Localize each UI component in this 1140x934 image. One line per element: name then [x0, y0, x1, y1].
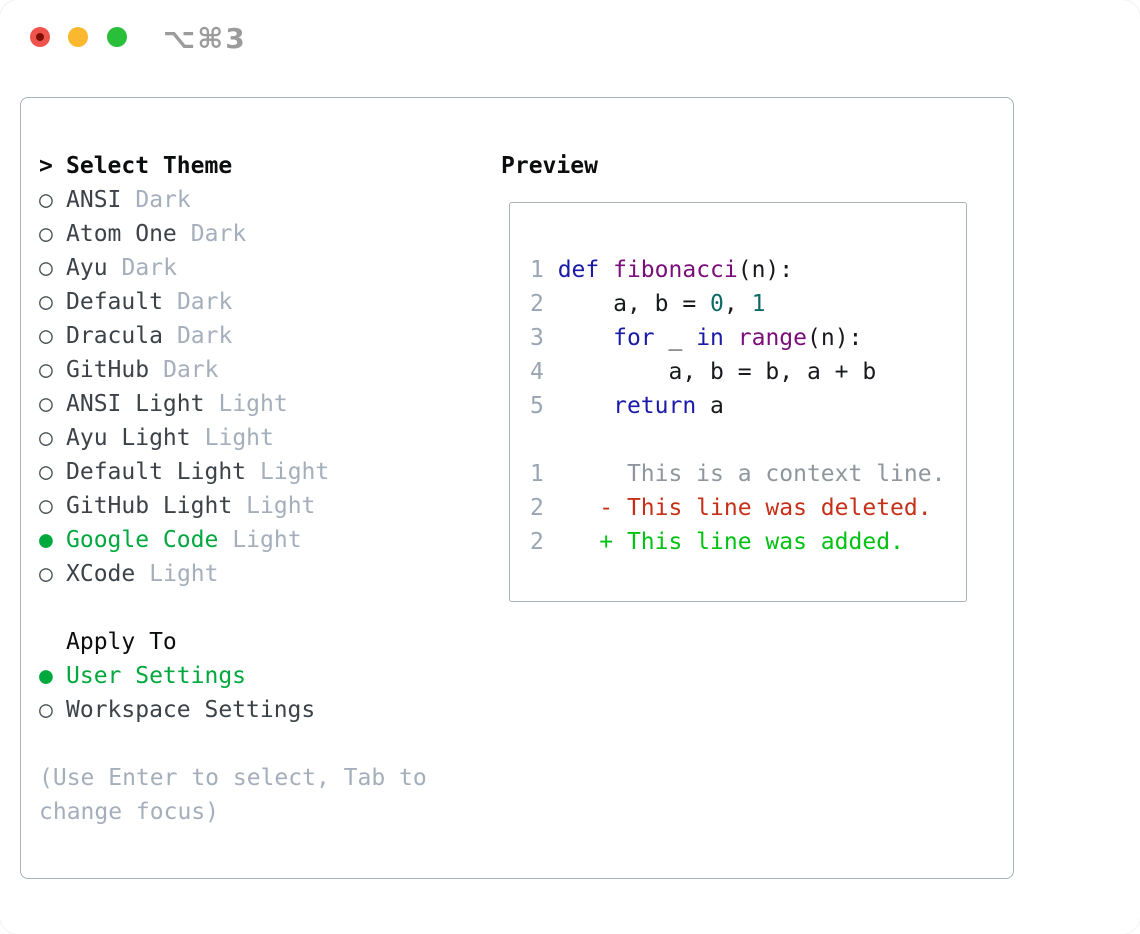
radio-icon: ○ — [39, 493, 53, 519]
theme-variant: Dark — [176, 323, 233, 349]
theme-option-default-dark[interactable]: ○ Default Dark — [39, 285, 329, 319]
preview-title: Preview — [501, 153, 598, 179]
theme-option-ayu-light[interactable]: ○ Ayu Light Light — [39, 421, 329, 455]
theme-variant: Dark — [176, 289, 233, 315]
theme-variant: Light — [204, 425, 274, 451]
radio-icon: ○ — [39, 255, 53, 281]
radio-icon: ○ — [39, 357, 53, 383]
radio-icon: ○ — [39, 221, 53, 247]
theme-variant: Light — [218, 391, 288, 417]
radio-icon: ○ — [39, 391, 53, 417]
theme-option-default-light[interactable]: ○ Default Light Light — [39, 455, 329, 489]
theme-name: XCode — [66, 561, 136, 587]
theme-variant: Light — [149, 561, 219, 587]
theme-option-xcode[interactable]: ○ XCode Light — [39, 557, 329, 591]
theme-variant: Dark — [121, 255, 177, 281]
theme-option-ansi-light[interactable]: ○ ANSI Light Light — [39, 387, 329, 421]
apply-to-header: Apply To — [39, 625, 315, 659]
theme-variant: Light — [232, 527, 302, 553]
apply-option-label: User Settings — [66, 663, 247, 689]
theme-name: Atom One — [66, 221, 177, 247]
theme-name: Default — [66, 289, 163, 315]
radio-icon: ○ — [39, 561, 53, 587]
apply-option-user-settings[interactable]: ● User Settings — [39, 659, 315, 693]
preview-box: 1 def fibonacci(n): 2 a, b = 0, 1 3 for … — [509, 202, 967, 602]
theme-name: Default Light — [66, 459, 247, 485]
apply-option-label: Workspace Settings — [66, 697, 316, 723]
theme-name: Dracula — [66, 323, 163, 349]
theme-name: ANSI Light — [66, 391, 205, 417]
theme-list-header: > Select Theme — [39, 149, 329, 183]
theme-variant: Dark — [163, 357, 219, 383]
theme-option-google-code[interactable]: ● Google Code Light — [39, 523, 329, 557]
theme-option-atom-one-dark[interactable]: ○ Atom One Dark — [39, 217, 329, 251]
theme-name: GitHub — [66, 357, 150, 383]
bullet-spacer — [39, 625, 66, 659]
titlebar: ⌥⌘3 — [0, 0, 1140, 75]
theme-variant: Light — [260, 459, 330, 485]
preview-code: 1 def fibonacci(n): 2 a, b = 0, 1 3 for … — [530, 257, 946, 555]
theme-variant: Light — [246, 493, 316, 519]
window-title: ⌥⌘3 — [163, 22, 247, 55]
theme-option-github-light[interactable]: ○ GitHub Light Light — [39, 489, 329, 523]
help-text: (Use Enter to select, Tab to change focu… — [39, 765, 427, 825]
zoom-button[interactable] — [107, 27, 127, 47]
radio-icon: ○ — [39, 425, 53, 451]
radio-icon: ○ — [39, 323, 53, 349]
theme-option-github-dark[interactable]: ○ GitHub Dark — [39, 353, 329, 387]
theme-picker-panel: > Select Theme ○ ANSI Dark ○ Atom One Da… — [20, 97, 1014, 879]
theme-name: Ayu Light — [66, 425, 191, 451]
cursor-icon: > — [39, 153, 53, 179]
theme-variant: Dark — [190, 221, 247, 247]
radio-selected-icon: ● — [39, 663, 53, 689]
radio-icon: ○ — [39, 289, 53, 315]
theme-name: Ayu — [66, 255, 108, 281]
theme-option-ansi-dark[interactable]: ○ ANSI Dark — [39, 183, 329, 217]
theme-list: > Select Theme ○ ANSI Dark ○ Atom One Da… — [39, 149, 329, 591]
theme-option-dracula-dark[interactable]: ○ Dracula Dark — [39, 319, 329, 353]
radio-selected-icon: ● — [39, 527, 53, 553]
radio-icon: ○ — [39, 697, 53, 723]
close-dot-icon — [36, 33, 44, 41]
theme-name: ANSI — [66, 187, 122, 213]
radio-icon: ○ — [39, 187, 53, 213]
apply-to-section: Apply To ● User Settings ○ Workspace Set… — [39, 625, 315, 727]
apply-to-title: Apply To — [66, 629, 177, 655]
theme-list-title: Select Theme — [66, 153, 233, 179]
apply-option-workspace-settings[interactable]: ○ Workspace Settings — [39, 693, 315, 727]
theme-name: GitHub Light — [66, 493, 233, 519]
close-button[interactable] — [30, 27, 50, 47]
radio-icon: ○ — [39, 459, 53, 485]
theme-name: Google Code — [66, 527, 219, 553]
theme-variant: Dark — [135, 187, 191, 213]
minimize-button[interactable] — [68, 27, 88, 47]
theme-option-ayu-dark[interactable]: ○ Ayu Dark — [39, 251, 329, 285]
